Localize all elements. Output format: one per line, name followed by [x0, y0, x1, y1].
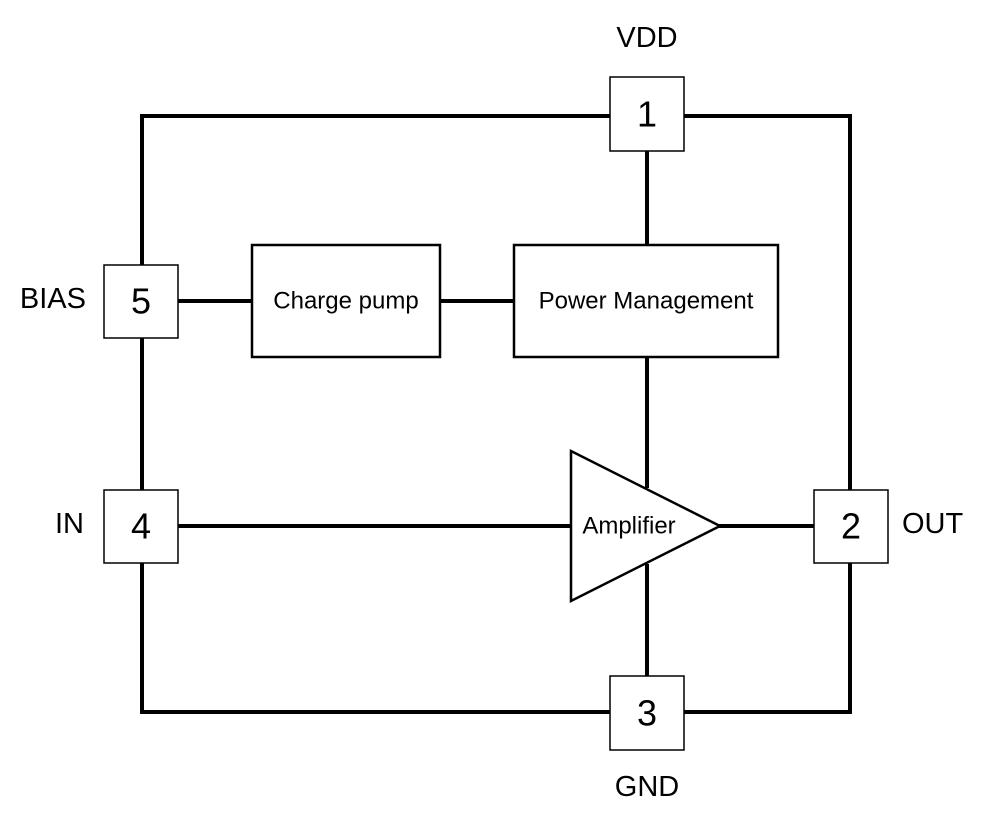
pin-3-label: GND — [615, 771, 679, 803]
pin-3-number: 3 — [637, 693, 657, 734]
amplifier-block: Amplifier — [569, 448, 723, 604]
pin-5-label: BIAS — [20, 283, 86, 315]
pin-1-label: VDD — [616, 22, 677, 54]
pin-1-vdd: 1 — [609, 76, 685, 152]
pin-2-label: OUT — [902, 508, 964, 540]
pin-4-number: 4 — [131, 506, 151, 547]
pin-4-in: 4 — [103, 489, 179, 564]
pin-4-label: IN — [55, 508, 84, 540]
power-management-block: Power Management — [512, 243, 780, 359]
charge-pump-block: Charge pump — [250, 243, 442, 359]
pin-1-number: 1 — [637, 94, 657, 135]
amplifier-label: Amplifier — [582, 513, 675, 540]
pin-5-number: 5 — [131, 281, 151, 322]
pin-2-number: 2 — [841, 506, 861, 547]
pin-2-out: 2 — [813, 489, 889, 564]
amplifier-triangle — [569, 448, 723, 604]
power-management-label: Power Management — [539, 288, 754, 315]
pin-3-gnd: 3 — [609, 675, 685, 751]
charge-pump-label: Charge pump — [273, 288, 418, 315]
internal-wires — [176, 149, 816, 678]
outer-frame — [140, 114, 852, 714]
pin-5-bias: 5 — [103, 264, 179, 339]
